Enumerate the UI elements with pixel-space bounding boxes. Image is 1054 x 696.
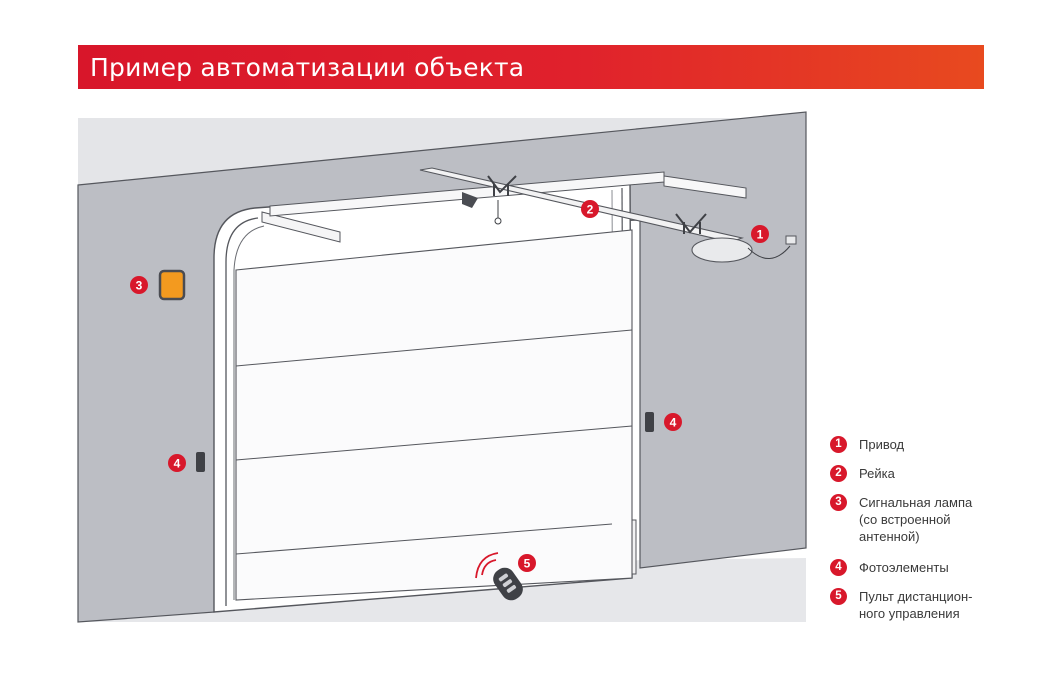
legend-badge: 5 <box>830 588 847 605</box>
svg-text:3: 3 <box>136 279 143 293</box>
legend-label: Рейка <box>859 466 895 481</box>
photocell-right <box>645 412 654 432</box>
svg-text:2: 2 <box>587 203 594 217</box>
legend-badge: 2 <box>830 465 847 482</box>
legend-badge: 1 <box>830 436 847 453</box>
legend-badge: 3 <box>830 494 847 511</box>
marker-4-left: 4 <box>168 454 186 472</box>
svg-text:4: 4 <box>670 416 677 430</box>
panel-seam-3 <box>235 523 613 555</box>
marker-5: 5 <box>518 554 536 572</box>
hanger-bracket-right <box>675 213 707 234</box>
legend-label: Сигнальная лампа (со встроенной антенной… <box>859 495 973 544</box>
legend-item-drive: 1 Привод <box>830 436 904 453</box>
legend-label: Привод <box>859 437 905 452</box>
left-track <box>261 211 341 243</box>
panel-seam-1 <box>235 329 633 367</box>
marker-3: 3 <box>130 276 148 294</box>
upper-rail <box>663 175 747 199</box>
hanger-bracket-left <box>487 175 517 196</box>
header-banner: Пример автоматизации объекта <box>78 45 984 89</box>
door-frame-left <box>225 217 259 606</box>
legend-item-rail: 2 Рейка <box>830 465 895 482</box>
legend-label: Фотоэлементы <box>859 560 949 575</box>
marker-4-right: 4 <box>664 413 682 431</box>
legend-item-signal-lamp: 3 Сигнальная лампа (со встроенной антенн… <box>830 494 972 545</box>
svg-text:5: 5 <box>524 557 531 571</box>
photocell-left <box>196 452 205 472</box>
legend-item-photocells: 4 Фотоэлементы <box>830 559 949 576</box>
drive-rail <box>419 167 745 243</box>
door-frame-left-inner <box>233 225 265 600</box>
panel-seam-2 <box>235 425 633 461</box>
signal-lamp <box>158 269 186 301</box>
svg-text:1: 1 <box>757 228 764 242</box>
svg-text:4: 4 <box>174 457 181 471</box>
remote-signal-wave-1 <box>481 559 497 576</box>
legend-item-remote: 5 Пульт дистанцион- ного управления <box>830 588 972 622</box>
marker-2: 2 <box>581 200 599 218</box>
power-plug <box>785 235 797 245</box>
legend-badge: 4 <box>830 559 847 576</box>
page-title: Пример автоматизации объекта <box>90 53 525 82</box>
legend-label: Пульт дистанцион- ного управления <box>859 589 973 621</box>
remote-signal-wave-2 <box>475 552 499 579</box>
marker-1: 1 <box>751 225 769 243</box>
trolley-arm <box>462 192 478 208</box>
release-handle <box>494 217 502 225</box>
door-panel <box>235 229 633 601</box>
motor-unit <box>691 237 753 263</box>
remote-control <box>493 567 523 601</box>
motor-cable <box>747 245 791 259</box>
